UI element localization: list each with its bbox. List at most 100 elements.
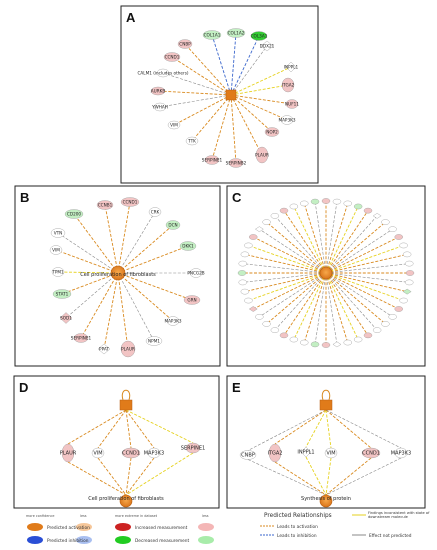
panel-c-node[interactable] bbox=[332, 198, 342, 205]
panel-a-node[interactable] bbox=[264, 127, 280, 137]
panel-d-target[interactable] bbox=[119, 494, 133, 508]
panel-c-node[interactable] bbox=[279, 207, 289, 214]
panel-c-node[interactable] bbox=[310, 198, 320, 205]
panel-c-node[interactable] bbox=[262, 219, 271, 225]
panel-e-target[interactable] bbox=[319, 494, 333, 508]
panel-b-node[interactable] bbox=[165, 220, 181, 230]
panel-c-node[interactable] bbox=[388, 226, 397, 232]
panel-e-regulator[interactable] bbox=[319, 399, 333, 411]
panel-b-node[interactable] bbox=[50, 228, 66, 238]
panel-a-node[interactable] bbox=[156, 68, 170, 78]
panel-c-node[interactable] bbox=[289, 203, 299, 210]
panel-a-node[interactable] bbox=[185, 136, 199, 146]
panel-a-node[interactable] bbox=[285, 61, 297, 73]
panel-c-node[interactable] bbox=[279, 332, 289, 339]
panel-c-node[interactable] bbox=[321, 342, 331, 348]
panel-d-node[interactable] bbox=[185, 442, 201, 454]
panel-d-node[interactable] bbox=[121, 447, 141, 459]
panel-c-hub[interactable] bbox=[319, 266, 333, 280]
panel-a-node[interactable] bbox=[153, 102, 167, 112]
panel-c-node[interactable] bbox=[238, 260, 247, 267]
panel-b-node[interactable] bbox=[120, 340, 136, 358]
panel-a-node[interactable] bbox=[280, 115, 294, 125]
panel-b-node[interactable] bbox=[64, 209, 84, 219]
panel-c-node[interactable] bbox=[372, 327, 382, 333]
panel-a-node[interactable] bbox=[163, 52, 181, 62]
panel-c-node[interactable] bbox=[405, 270, 415, 276]
panel-c-node[interactable] bbox=[363, 207, 373, 214]
panel-a-node[interactable] bbox=[226, 28, 246, 38]
panel-b-node[interactable] bbox=[49, 245, 63, 255]
panel-c-node[interactable] bbox=[353, 336, 363, 343]
panel-b-node[interactable] bbox=[183, 295, 201, 305]
panel-a-node[interactable] bbox=[204, 155, 220, 165]
panel-b-node[interactable] bbox=[59, 312, 73, 324]
panel-b-node[interactable] bbox=[97, 343, 111, 355]
panel-c-node[interactable] bbox=[238, 279, 247, 286]
panel-c-node[interactable] bbox=[289, 336, 299, 343]
panel-c-node[interactable] bbox=[270, 213, 280, 219]
panel-c-node[interactable] bbox=[332, 341, 342, 348]
panel-c-node[interactable] bbox=[381, 321, 390, 327]
panel-a-node[interactable] bbox=[260, 40, 274, 52]
panel-c-node[interactable] bbox=[237, 270, 247, 276]
panel-c-node[interactable] bbox=[363, 332, 373, 339]
panel-c-node[interactable] bbox=[402, 251, 412, 258]
panel-b-node[interactable] bbox=[96, 200, 114, 210]
panel-e-node[interactable] bbox=[300, 446, 312, 458]
panel-a-node[interactable] bbox=[250, 31, 268, 41]
panel-c-node[interactable] bbox=[405, 279, 414, 286]
panel-e-node[interactable] bbox=[361, 447, 381, 459]
panel-b-node[interactable] bbox=[51, 267, 65, 277]
panel-c-node[interactable] bbox=[270, 327, 280, 333]
panel-b-node[interactable] bbox=[148, 207, 162, 217]
panel-b-node[interactable] bbox=[120, 197, 140, 207]
panel-d-node[interactable] bbox=[147, 447, 161, 459]
panel-c-node[interactable] bbox=[343, 200, 352, 207]
panel-c-node[interactable] bbox=[240, 288, 250, 295]
panel-a-node[interactable] bbox=[228, 158, 244, 168]
panel-a-node[interactable] bbox=[281, 77, 295, 93]
panel-b-node[interactable] bbox=[145, 336, 163, 346]
panel-a-node[interactable] bbox=[202, 30, 222, 40]
panel-c-node[interactable] bbox=[300, 200, 309, 207]
panel-c-node[interactable] bbox=[343, 339, 352, 346]
panel-d-node[interactable] bbox=[91, 447, 105, 459]
panel-b-node[interactable] bbox=[166, 316, 180, 326]
panel-a-node[interactable] bbox=[285, 99, 299, 109]
panel-c-node[interactable] bbox=[388, 314, 397, 320]
panel-a-node[interactable] bbox=[150, 86, 166, 96]
panel-c-node[interactable] bbox=[244, 297, 253, 304]
panel-c-node[interactable] bbox=[399, 242, 408, 249]
panel-e-node[interactable] bbox=[268, 443, 282, 463]
panel-c-node[interactable] bbox=[244, 242, 253, 249]
panel-c-node[interactable] bbox=[399, 297, 408, 304]
panel-c-node[interactable] bbox=[262, 321, 271, 327]
panel-a-regulator[interactable] bbox=[225, 89, 237, 101]
panel-e-node[interactable] bbox=[324, 447, 338, 459]
panel-e-node[interactable] bbox=[239, 450, 257, 460]
panel-c-node[interactable] bbox=[394, 234, 403, 240]
panel-c-node[interactable] bbox=[381, 219, 390, 225]
panel-c-node[interactable] bbox=[353, 203, 363, 210]
panel-c-node[interactable] bbox=[402, 288, 412, 295]
panel-d-regulator[interactable] bbox=[119, 399, 133, 411]
panel-b-node[interactable] bbox=[52, 289, 72, 299]
panel-c-node[interactable] bbox=[254, 226, 264, 233]
panel-c-node[interactable] bbox=[321, 198, 331, 204]
panel-c-node[interactable] bbox=[394, 306, 403, 312]
panel-c-node[interactable] bbox=[310, 341, 320, 348]
panel-c-node[interactable] bbox=[405, 260, 414, 267]
panel-a-node[interactable] bbox=[167, 120, 181, 130]
panel-b-node[interactable] bbox=[73, 333, 89, 343]
panel-a-node[interactable] bbox=[177, 39, 193, 49]
panel-d-node[interactable] bbox=[61, 443, 75, 463]
panel-c-node[interactable] bbox=[248, 306, 258, 312]
panel-e-node[interactable] bbox=[394, 447, 408, 459]
panel-c-node[interactable] bbox=[249, 234, 258, 240]
panel-b-hub[interactable] bbox=[110, 265, 126, 281]
panel-c-node[interactable] bbox=[300, 339, 309, 346]
panel-c-node[interactable] bbox=[240, 251, 250, 258]
panel-c-node[interactable] bbox=[255, 314, 264, 320]
panel-b-node[interactable] bbox=[179, 241, 197, 251]
